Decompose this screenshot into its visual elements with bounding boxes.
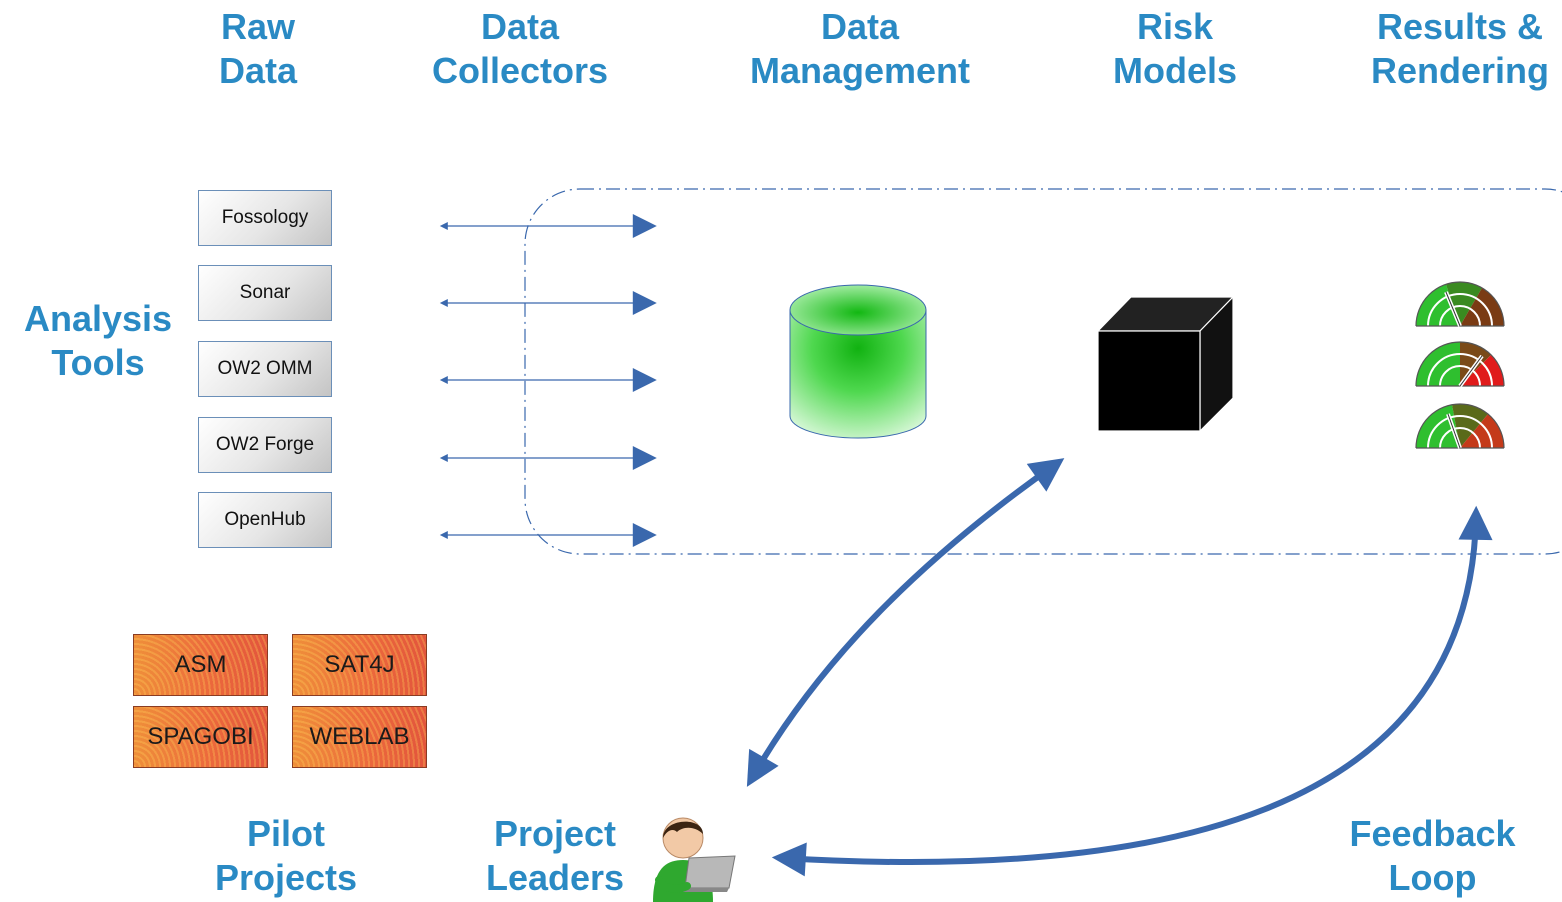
pilot-weblab: WEBLAB [292,706,427,768]
gauge-icon [1415,341,1505,388]
tool-label: Sonar [239,282,291,303]
user-with-laptop-icon [653,817,736,902]
feedback-loop-arrow [771,505,1493,877]
tool-label: OpenHub [224,509,306,530]
gauge-icon [1415,403,1505,449]
tool-label: OW2 Forge [215,434,315,455]
pilot-asm: ASM [133,634,268,696]
black-box-cube-icon [1096,295,1235,433]
database-cylinder-icon [789,284,927,439]
pilot-sat4j: SAT4J [292,634,427,696]
pilot-spagobi: SPAGOBI [133,706,268,768]
pilot-label: SAT4J [324,651,395,678]
tool-ow2-forge: OW2 Forge [198,417,332,473]
gauge-icon [1415,281,1505,327]
pilot-label: WEBLAB [309,723,410,750]
tool-fossology: Fossology [198,190,332,246]
pilot-label: ASM [174,651,227,678]
tool-label: Fossology [221,207,309,228]
tool-ow2-omm: OW2 OMM [198,341,332,397]
collector-arrows [439,214,657,547]
heading-results-rendering: Results &Rendering [1370,6,1549,91]
pilot-label: SPAGOBI [147,723,254,750]
tool-label: OW2 OMM [217,358,313,379]
tool-openhub: OpenHub [198,492,332,548]
tool-sonar: Sonar [198,265,332,321]
risk-model-feedback-arrow [746,458,1065,787]
platform-container [524,188,1562,555]
